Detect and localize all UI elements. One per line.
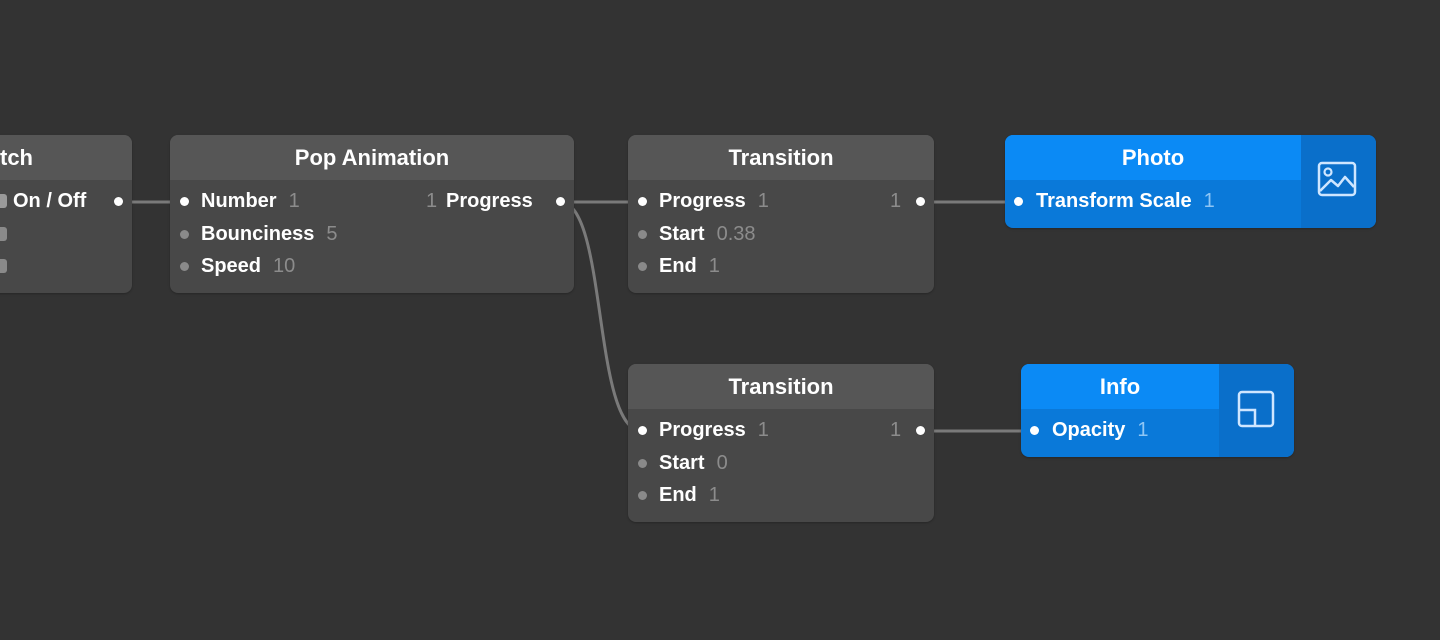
transition-patch-2[interactable]: Transition Progress 1 1 Start 0 End 1 [628,364,934,522]
input-port[interactable] [638,491,647,500]
input-port[interactable] [638,426,647,435]
input-port[interactable] [180,197,189,206]
property-label: Transform Scale [1036,190,1192,212]
transition-title: Transition [628,135,934,180]
input-port[interactable] [638,230,647,239]
info-opacity-row[interactable]: Opacity 1 [1021,414,1294,446]
pop-animation-patch[interactable]: Pop Animation Number 1 1 Progress Bouncin… [170,135,574,293]
output-port[interactable] [916,197,925,206]
switch-on-off-row[interactable]: On / Off [0,185,132,217]
transition-input-end[interactable]: End 1 [628,250,934,282]
input-label: End [659,484,697,506]
input-value[interactable]: 1 [708,255,720,277]
input-port[interactable] [638,459,647,468]
pop-input-speed[interactable]: Speed 10 [170,250,574,282]
property-label: Opacity [1052,419,1126,441]
transition-input-start[interactable]: Start 0.38 [628,218,934,250]
input-label: Progress [659,419,746,441]
output-port[interactable] [916,426,925,435]
transition-patch-1[interactable]: Transition Progress 1 1 Start 0.38 End 1 [628,135,934,293]
switch-on-off-label: On / Off [13,190,87,212]
image-icon [1317,161,1357,197]
photo-layer-icon-cell [1301,135,1376,228]
input-label: Progress [659,190,746,212]
input-port[interactable] [1014,197,1023,206]
photo-layer[interactable]: Photo Transform Scale 1 [1005,135,1376,228]
transition-input-progress[interactable]: Progress 1 1 [628,185,934,217]
switch-patch[interactable]: tch On / Off [0,135,132,293]
switch-checkbox-icon[interactable] [0,227,7,241]
input-value[interactable]: 5 [326,223,338,245]
input-label: Start [659,452,705,474]
output-label: Progress [446,190,533,212]
switch-row-3[interactable] [0,250,132,282]
input-port[interactable] [638,197,647,206]
switch-checkbox-icon[interactable] [0,194,7,208]
input-port[interactable] [180,230,189,239]
transition-input-start[interactable]: Start 0 [628,447,934,479]
input-value[interactable]: 1 [708,484,720,506]
photo-layer-title: Photo [1005,135,1301,180]
layer-group-icon [1237,390,1275,428]
pop-input-number[interactable]: Number 1 1 Progress [170,185,574,217]
input-port[interactable] [1030,426,1039,435]
input-value[interactable]: 0.38 [716,223,756,245]
input-label: End [659,255,697,277]
switch-output-port[interactable] [114,197,123,206]
switch-patch-title: tch [0,135,132,180]
transition-title: Transition [628,364,934,409]
input-value[interactable]: 1 [288,190,300,212]
output-value: 1 [890,419,902,441]
transition-input-end[interactable]: End 1 [628,479,934,511]
input-label: Number [201,190,277,212]
input-value[interactable]: 0 [716,452,728,474]
input-value[interactable]: 1 [757,190,769,212]
switch-checkbox-icon[interactable] [0,259,7,273]
input-label: Start [659,223,705,245]
info-layer-title: Info [1021,364,1219,409]
info-layer[interactable]: Info Opacity 1 [1021,364,1294,457]
switch-row-2[interactable] [0,218,132,250]
input-value[interactable]: 10 [273,255,296,277]
property-value[interactable]: 1 [1203,190,1215,212]
input-value[interactable]: 1 [757,419,769,441]
output-value: 1 [890,190,902,212]
photo-transform-scale-row[interactable]: Transform Scale 1 [1005,185,1376,217]
transition-input-progress[interactable]: Progress 1 1 [628,414,934,446]
input-port[interactable] [180,262,189,271]
input-port[interactable] [638,262,647,271]
wire-pop-progress-to-transition2 [558,200,644,433]
input-label: Speed [201,255,262,277]
pop-input-bounciness[interactable]: Bounciness 5 [170,218,574,250]
info-layer-icon-cell [1219,364,1294,457]
property-value[interactable]: 1 [1137,419,1149,441]
output-value: 1 [426,190,438,212]
input-label: Bounciness [201,223,315,245]
pop-animation-title: Pop Animation [170,135,574,180]
output-port[interactable] [556,197,565,206]
